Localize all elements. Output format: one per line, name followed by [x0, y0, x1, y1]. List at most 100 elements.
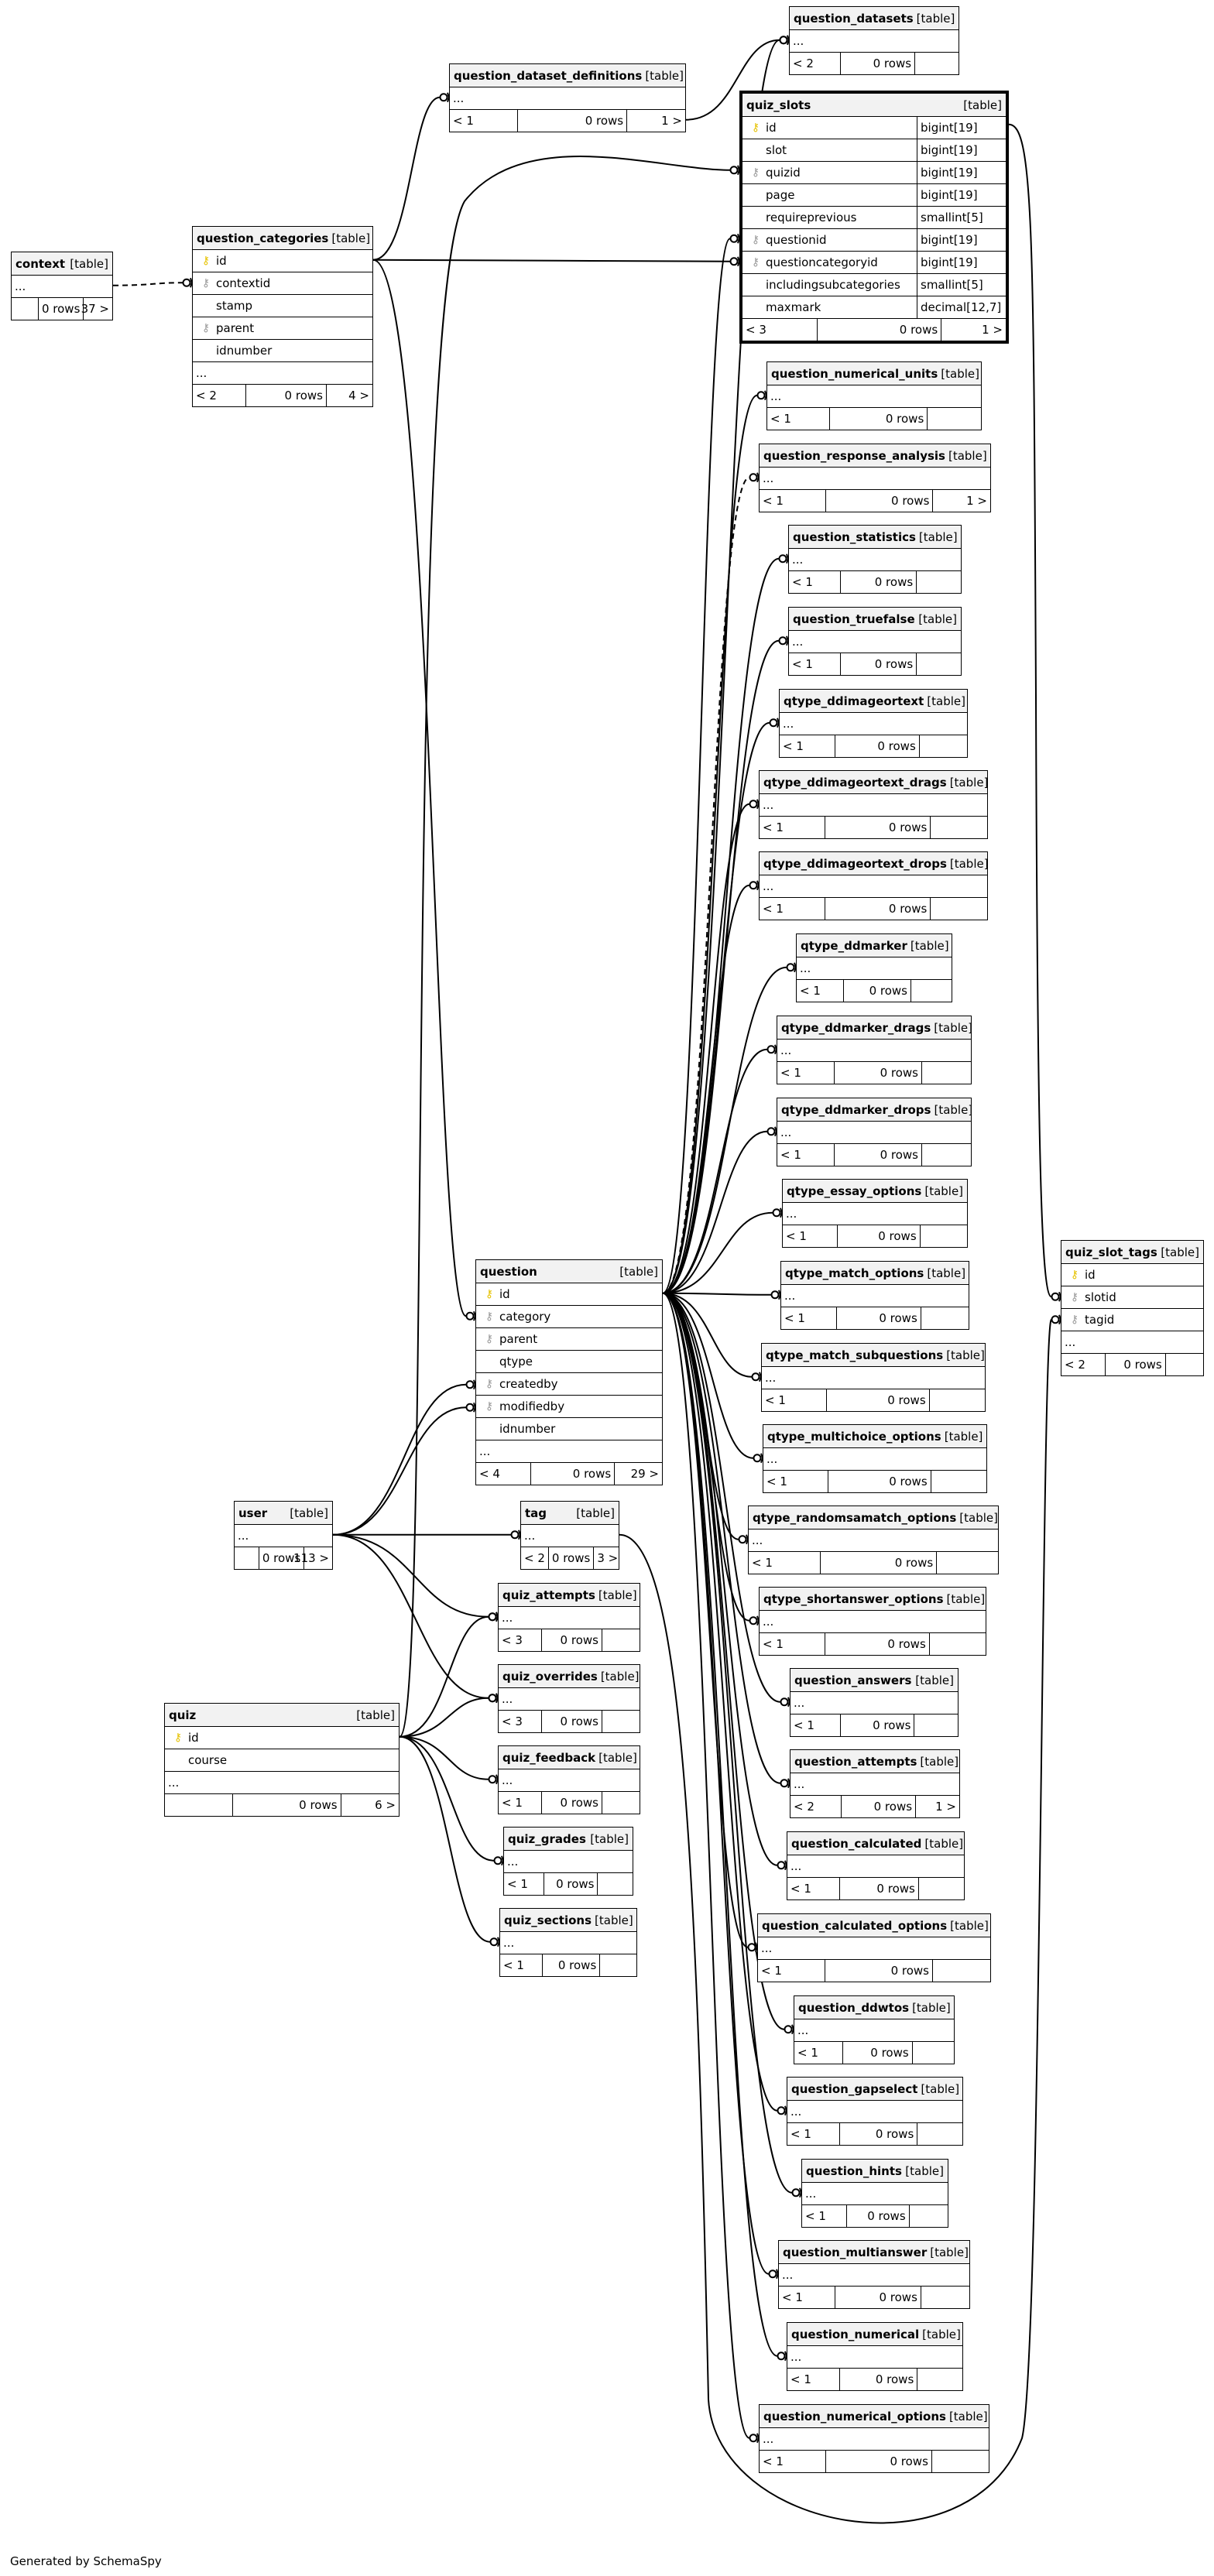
table-quiz-slot-tags[interactable]: quiz_slot_tags[table]⚷id⚷slotid⚷tagid...…: [1061, 1240, 1204, 1376]
table-kind: [table]: [946, 1348, 985, 1362]
column-row[interactable]: ⚷parent: [476, 1328, 662, 1351]
parent-count: < 3: [502, 1633, 523, 1647]
column-row[interactable]: idnumber: [476, 1418, 662, 1440]
relationship-line: [662, 1130, 768, 1294]
column-row[interactable]: qtype: [476, 1351, 662, 1373]
more-columns: ...: [12, 276, 112, 298]
column-row[interactable]: ⚷parent: [193, 317, 372, 340]
column-name: id: [216, 254, 227, 268]
table-qtype-randomsamatch-options[interactable]: qtype_randomsamatch_options[table]...< 1…: [748, 1506, 999, 1574]
table-header: quiz_overrides[table]: [499, 1665, 640, 1688]
column-name: includingsubcategories: [766, 278, 900, 292]
table-name: qtype_ddimageortext: [784, 694, 924, 708]
column-cell: ⚷parent: [476, 1328, 662, 1350]
relationship-endpoint: [778, 636, 787, 646]
column-name: tagid: [1085, 1313, 1115, 1327]
column-row[interactable]: ⚷tagid: [1061, 1309, 1203, 1331]
table-header: qtype_essay_options[table]: [783, 1180, 967, 1203]
column-row[interactable]: idnumber: [193, 340, 372, 362]
parent-count: < 1: [507, 1877, 528, 1891]
child-count: [920, 1307, 969, 1329]
parent-count: < 1: [782, 2290, 803, 2304]
column-row[interactable]: ⚷id: [1061, 1264, 1203, 1286]
relationship-endpoint: [747, 1943, 756, 1952]
column-row[interactable]: course: [165, 1749, 399, 1772]
column-row[interactable]: ⚷slotid: [1061, 1286, 1203, 1309]
column-cell: includingsubcategories: [742, 274, 917, 296]
column-row[interactable]: ⚷id: [165, 1727, 399, 1749]
table-question-dataset-definitions[interactable]: question_dataset_definitions[table]...< …: [449, 63, 686, 132]
column-cell: idnumber: [476, 1418, 662, 1440]
column-row[interactable]: ⚷id: [193, 250, 372, 272]
row-count: 0 rows: [819, 1552, 936, 1574]
column-row[interactable]: ⚷contextid: [193, 272, 372, 295]
column-name: page: [766, 188, 795, 202]
relationship-line: [662, 238, 731, 1294]
relationship-endpoint: [465, 1380, 475, 1389]
column-row[interactable]: ⚷modifiedby: [476, 1396, 662, 1418]
table-question-calculated-options[interactable]: question_calculated_options[table]...< 1…: [757, 1913, 991, 1982]
child-count: [601, 1711, 640, 1732]
column-row[interactable]: stamp: [193, 295, 372, 317]
column-row[interactable]: ⚷id: [476, 1283, 662, 1306]
column-row[interactable]: ⚷createdby: [476, 1373, 662, 1396]
row-count: 0 rows: [517, 110, 626, 132]
relationship-line: [662, 1292, 778, 1866]
row-count: 0 rows: [834, 1062, 921, 1084]
relationship-line: [372, 259, 467, 1317]
column-row[interactable]: ⚷category: [476, 1306, 662, 1328]
column-datatype: decimal[12,7]: [917, 296, 1006, 318]
child-count: [920, 2287, 969, 2308]
